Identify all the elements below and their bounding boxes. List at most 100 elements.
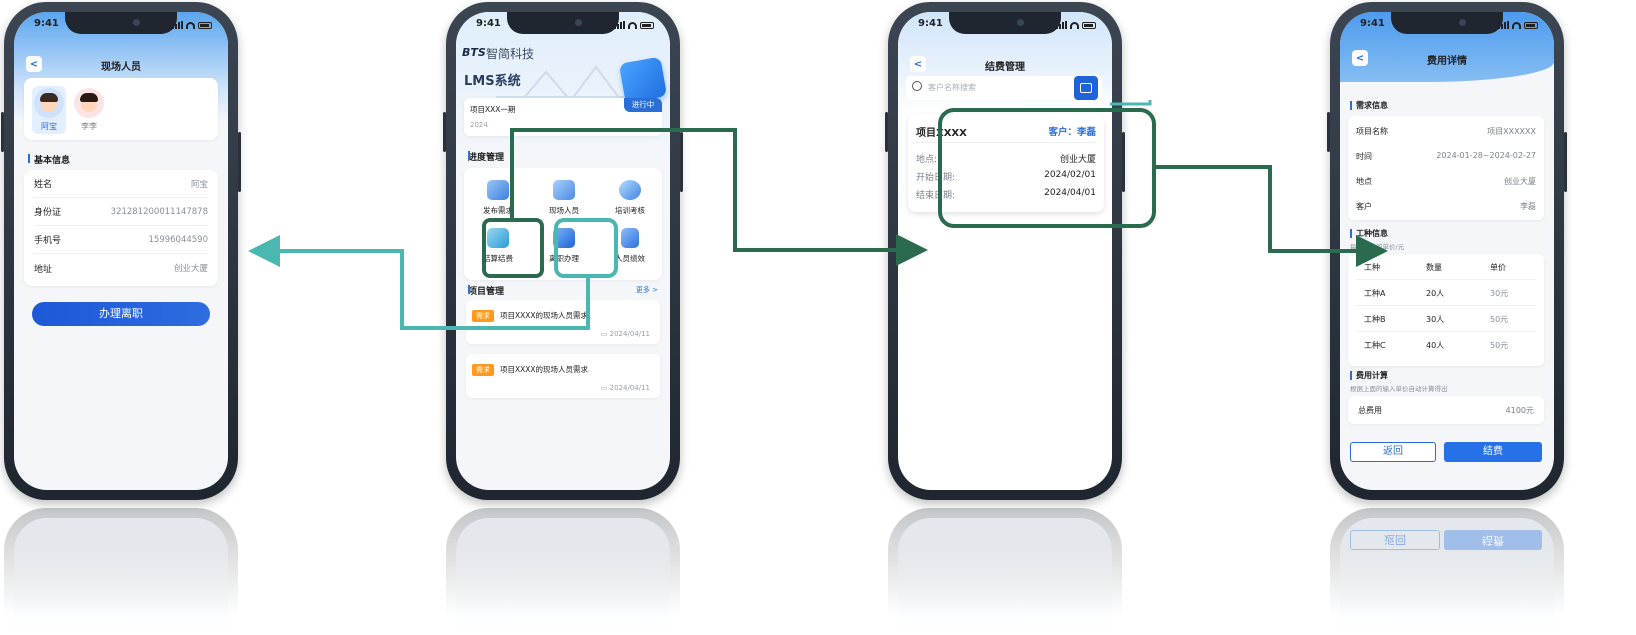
demand-title: 项目XXXX的现场人员需求 [500,365,589,374]
card-row: 结束日期:2024/04/01 [916,188,1096,201]
project-status-badge: 进行中 [624,98,662,112]
demand-tag: 需求 [472,364,494,376]
grid-item-publish[interactable]: 发布需求 [468,180,528,216]
grid-item-resign[interactable]: 离职办理 [534,228,594,264]
battery-icon [1082,22,1096,29]
signal-icon [614,21,625,29]
person-tab-abao[interactable]: 阿宝 [32,86,66,134]
settle-button[interactable]: 结费 [1444,442,1542,462]
demand-date: ▭ 2024/04/11 [600,330,650,338]
back-button[interactable]: < [26,56,42,72]
notch [65,12,177,34]
section-project-mgmt: 项目管理 [468,284,504,297]
section-work: 工种信息 [1350,228,1388,239]
page-title: 现场人员 [101,62,141,73]
wifi-icon [186,22,195,29]
brand-logo: BTS [462,46,486,59]
notch [949,12,1061,34]
wifi-icon [628,22,637,29]
person-name: 李李 [81,122,97,131]
demand-row: 项目名称项目XXXXXX [1356,127,1536,136]
back-button[interactable]: < [910,56,926,72]
phone-settlement-list: 9:41 < 结费管理 客户名称搜索 项目XXXX 客户：李磊 地点:创业大厦 … [885,2,1125,500]
phone-home: 9:41 BTS 智简科技 LMS系统 项目XXX一期 进行中 2024 进度管… [443,2,683,500]
section-progress: 进度管理 [468,150,504,163]
search-bar[interactable]: 客户名称搜索 [906,76,1102,100]
demand-card[interactable]: 需求 项目XXXX的现场人员需求 ▭ 2024/04/11 [466,354,660,398]
section-demand: 需求信息 [1350,100,1388,111]
person-name: 阿宝 [41,122,57,131]
page-title: 费用详情 [1427,56,1467,67]
demand-row: 地点创业大厦 [1356,177,1536,186]
status-bar: 9:41 [1340,18,1554,34]
status-bar: 9:41 [898,18,1112,34]
project-card[interactable]: 项目XXX一期 进行中 2024 [464,98,662,136]
section-fee: 费用计算 [1350,370,1388,381]
screen-home: 9:41 BTS 智简科技 LMS系统 项目XXX一期 进行中 2024 进度管… [456,12,670,490]
section-title: 基本信息 [28,153,70,166]
calendar-button[interactable] [1074,76,1098,100]
wifi-icon [1512,22,1521,29]
fee-subtitle: 根据上面的输入单价自动计算得出 [1350,385,1448,393]
back-button[interactable]: < [1352,50,1368,66]
resign-icon [553,228,575,248]
demand-tag: 需求 [472,310,494,322]
grid-item-settlement[interactable]: 结算结费 [468,228,528,264]
status-bar: 9:41 [14,18,228,34]
calendar-icon: ▭ [600,384,610,392]
battery-icon [640,22,654,29]
demand-row: 客户李磊 [1356,202,1536,211]
back-button[interactable]: 返回 [1350,442,1436,462]
signal-icon [1498,21,1509,29]
person-tab-lili[interactable]: 李李 [72,86,106,134]
status-time: 9:41 [1360,18,1385,29]
notch [507,12,619,34]
settlement-icon [487,228,509,248]
search-input[interactable]: 客户名称搜索 [928,83,976,92]
signal-icon [1056,21,1067,29]
signal-icon [172,21,183,29]
calendar-icon [1080,83,1092,93]
project-date: 2024 [470,121,488,129]
table-header: 工种数量单价 [1356,254,1536,280]
printer-illustration [618,56,668,104]
notch [1391,12,1503,34]
brand-name: 智简科技 [486,47,535,61]
resign-button[interactable]: 办理离职 [32,302,210,326]
demand-card[interactable]: 需求 项目XXXX的现场人员需求 ▭ 2024/04/11 [466,300,660,344]
info-row: 地址创业大厦 [34,264,208,275]
info-row: 姓名阿宝 [34,170,208,198]
grid-item-training[interactable]: 培训考核 [600,180,660,216]
status-time: 9:41 [918,18,943,29]
search-icon [912,81,922,91]
publish-icon [487,180,509,200]
status-time: 9:41 [476,18,501,29]
status-bar: 9:41 [456,18,670,34]
calendar-icon: ▭ [600,330,610,338]
grid-item-performance[interactable]: 人员绩效 [600,228,660,264]
staff-icon [553,180,575,200]
people-card: 阿宝 李李 [24,78,218,140]
more-link[interactable]: 更多 > [635,286,658,294]
project-name: 项目XXXX [916,128,967,139]
project-name: 项目XXX一期 [470,105,516,114]
page-title: 结费管理 [985,62,1025,73]
progress-grid: 发布需求 现场人员 培训考核 结算结费 离职办理 人员绩效 [464,168,662,280]
grid-item-staff[interactable]: 现场人员 [534,180,594,216]
work-subtitle: 每个工种的单价/元 [1350,243,1405,251]
settlement-card[interactable]: 项目XXXX 客户：李磊 地点:创业大厦 开始日期:2024/02/01 结束日… [908,114,1104,212]
